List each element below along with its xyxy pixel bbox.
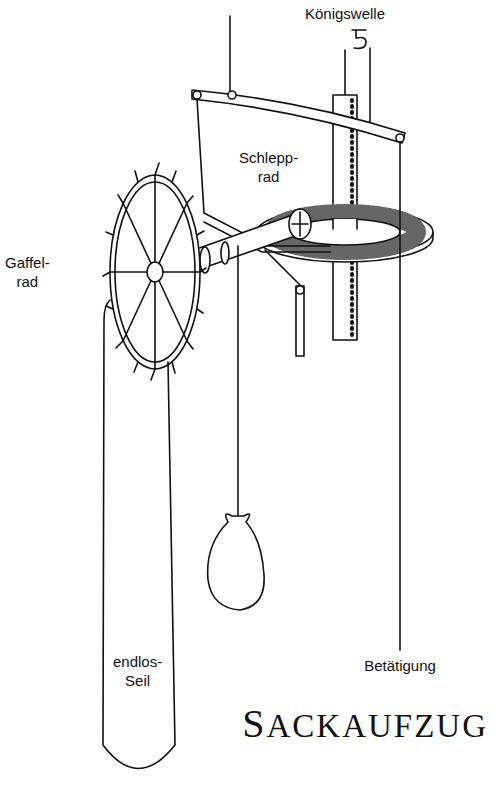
rope-label: endlos- Seil	[112, 652, 163, 690]
rope-label: Betätigung	[363, 656, 437, 675]
wheel-label: Schlepp- rad	[238, 148, 299, 186]
wheel-label: Gaffel- rad	[4, 253, 51, 291]
shaft-label: Königswelle	[304, 4, 386, 23]
caption-text: SACKAUFZUG	[242, 704, 488, 746]
